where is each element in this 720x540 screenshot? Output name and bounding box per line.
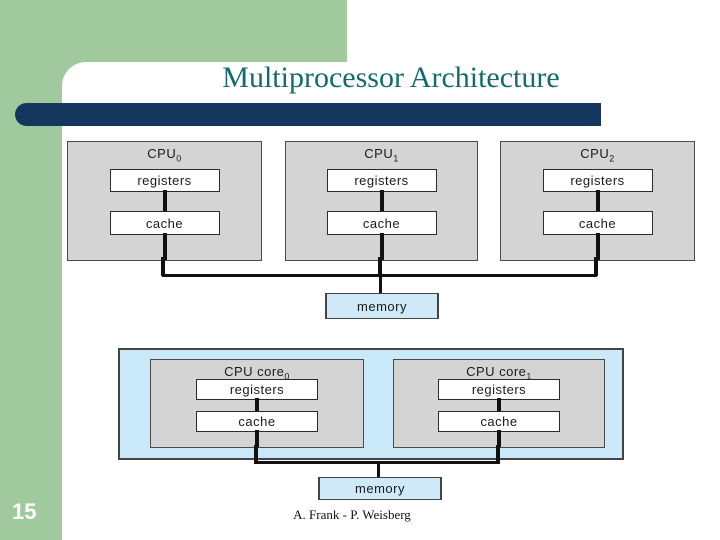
cpu2-cache-box: cache — [542, 211, 653, 235]
connector-line — [595, 190, 600, 211]
connector-line — [161, 257, 165, 276]
multicore-memory-box: memory — [318, 477, 442, 500]
cpu0-subscript: 0 — [176, 153, 182, 164]
connector-line — [497, 398, 501, 411]
connector-line — [162, 233, 167, 260]
connector-line — [254, 445, 258, 463]
connector-line — [162, 190, 167, 211]
core1-name: CPU core — [466, 364, 527, 379]
slide-title: Multiprocessor Architecture — [222, 61, 560, 94]
memory-bus-line — [254, 461, 500, 464]
footer-credit: A. Frank - P. Weisberg — [293, 507, 411, 522]
connector-line — [255, 398, 259, 411]
cpu2-name: CPU — [580, 146, 610, 161]
connector-line — [595, 233, 600, 260]
page-number: 15 — [12, 499, 37, 524]
core1-cache-box: cache — [438, 411, 560, 432]
connector-line — [379, 233, 384, 260]
cpu1-registers-box: registers — [326, 169, 437, 192]
cpu0-box: CPU0 registers cache — [67, 141, 262, 261]
connector-line — [379, 276, 382, 293]
core0-registers-box: registers — [196, 379, 318, 400]
cpu0-registers-box: registers — [109, 169, 220, 192]
cpu1-cache-box: cache — [326, 211, 437, 235]
core0-cache-box: cache — [196, 411, 318, 432]
cpu1-subscript: 1 — [393, 153, 399, 164]
core0-subscript: 0 — [284, 371, 290, 382]
title-underline-bar — [15, 103, 601, 126]
left-accent-bar — [0, 0, 62, 540]
cpu2-label: CPU2 — [501, 146, 694, 164]
connector-line — [377, 463, 380, 477]
core1-registers-box: registers — [438, 379, 560, 400]
connector-line — [255, 430, 259, 447]
cpu0-label: CPU0 — [68, 146, 261, 164]
core1-box: CPU core1 registers cache — [393, 359, 605, 448]
cpu1-label: CPU1 — [286, 146, 477, 164]
connector-line — [379, 190, 384, 211]
core1-label: CPU core1 — [394, 364, 604, 382]
cpu0-cache-box: cache — [109, 211, 220, 235]
core0-box: CPU core0 registers cache — [150, 359, 364, 448]
connector-line — [497, 430, 501, 447]
cpu1-name: CPU — [364, 146, 394, 161]
cpu0-name: CPU — [147, 146, 177, 161]
connector-line — [378, 257, 382, 276]
connector-line — [496, 445, 500, 463]
core0-label: CPU core0 — [151, 364, 363, 382]
cpu2-registers-box: registers — [542, 169, 653, 192]
cpu2-subscript: 2 — [609, 153, 615, 164]
core0-name: CPU core — [224, 364, 285, 379]
core1-subscript: 1 — [526, 371, 532, 382]
memory-bus-line — [162, 274, 597, 277]
smp-memory-box: memory — [325, 293, 439, 319]
cpu1-box: CPU1 registers cache — [285, 141, 478, 261]
cpu2-box: CPU2 registers cache — [500, 141, 695, 261]
connector-line — [594, 257, 598, 276]
